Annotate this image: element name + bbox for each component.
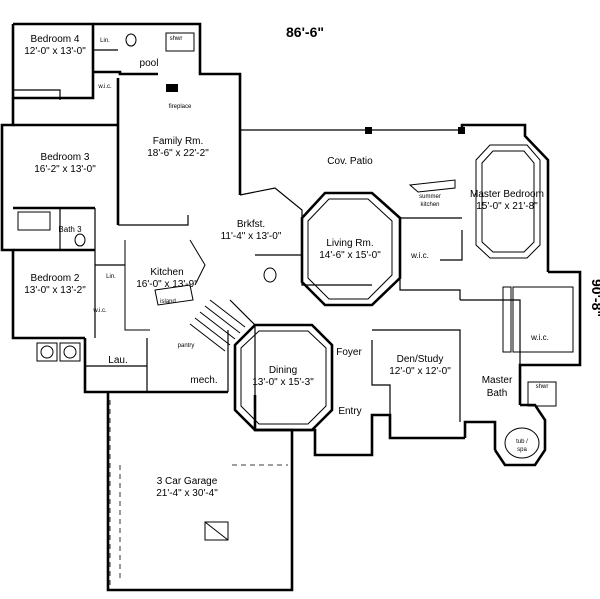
shower-icon <box>165 32 195 52</box>
garage-size: 21'-4" x 30'-4" <box>156 488 218 499</box>
living-room-name: Living Rm. <box>326 238 373 249</box>
bedroom4-size: 12'-0" x 13'-0" <box>24 46 86 57</box>
summer-kitchen-label-1: summer <box>419 194 441 200</box>
living-room-size: 14'-6" x 15'-0" <box>319 250 381 261</box>
washer-icon <box>36 342 58 362</box>
dining-size: 13'-0" x 15'-3" <box>252 377 314 388</box>
linen-label: Lin. <box>100 38 110 44</box>
entry-label: Entry <box>338 406 361 417</box>
pool-shower-label: shwr <box>170 36 183 42</box>
master-closet-wic-label: w.i.c. <box>530 333 549 342</box>
brkfst-name: Brkfst. <box>237 219 265 230</box>
master-bedroom-size: 15'-0" x 21'-8" <box>476 201 538 212</box>
octagon-rooms <box>233 144 541 432</box>
kitchen-name: Kitchen <box>150 267 183 278</box>
kitchen-size: 16'-0" x 13'-9" <box>136 279 198 290</box>
summer-kitchen-counter <box>408 179 456 193</box>
room-labels: Bedroom 4 12'-0" x 13'-0" Bedroom 3 16'-… <box>24 34 544 499</box>
family-room-name: Family Rm. <box>153 136 204 147</box>
bedroom3-name: Bedroom 3 <box>41 152 90 163</box>
garage-name: 3 Car Garage <box>157 476 218 487</box>
overall-depth-dimension: 90'-8" <box>589 279 600 317</box>
fixtures <box>17 32 574 541</box>
den-study-name: Den/Study <box>397 354 444 365</box>
pantry-label: pantry <box>178 343 195 349</box>
master-bath-label-1: Master <box>482 375 513 386</box>
garage-doors <box>109 400 288 585</box>
annotation-labels: pool Cov. Patio fireplace summer kitchen… <box>58 36 548 453</box>
tub-spa-label-1: tub / <box>516 439 528 445</box>
family-room-size: 18'-6" x 22'-2" <box>147 148 209 159</box>
master-bedroom-name: Master Bedroom <box>470 189 544 200</box>
master-shower-label: shwr <box>536 384 549 390</box>
pool-bath-label: pool <box>140 58 159 69</box>
toilet-icon <box>263 267 277 283</box>
mech-label: mech. <box>190 375 217 386</box>
master-wic-label: w.i.c. <box>410 251 429 260</box>
laundry-label: Lau. <box>108 355 127 366</box>
dryer-icon <box>59 342 81 362</box>
bedroom2-size: 13'-0" x 13'-2" <box>24 285 86 296</box>
bed4-wic-label: w.i.c. <box>97 84 112 90</box>
bedroom3-size: 16'-2" x 13'-0" <box>34 164 96 175</box>
tub-icon <box>17 211 51 231</box>
fireplace-label: fireplace <box>169 104 192 110</box>
island-label: island <box>160 299 176 305</box>
exterior-walls <box>0 22 582 592</box>
summer-kitchen-label-2: kitchen <box>420 202 439 208</box>
brkfst-size: 11'-4" x 13'-0" <box>221 231 282 242</box>
foyer-label: Foyer <box>336 347 362 358</box>
toilet-icon <box>74 233 86 247</box>
dining-name: Dining <box>269 365 297 376</box>
covered-patio-label: Cov. Patio <box>327 156 373 167</box>
master-bath-label-2: Bath <box>487 388 508 399</box>
shower-icon <box>527 381 557 407</box>
bed2-wic-label: w.i.c. <box>92 308 107 314</box>
kitchen-island <box>154 284 194 306</box>
stairs <box>189 299 246 352</box>
bath3-label: Bath 3 <box>58 225 82 234</box>
overall-width-dimension: 86'-6" <box>286 24 324 40</box>
tub-spa-label-2: spa <box>517 447 527 453</box>
den-study-size: 12'-0" x 12'-0" <box>389 366 451 377</box>
fireplace-icon <box>166 84 178 92</box>
kitchen-linen-label: Lin. <box>106 274 116 280</box>
bedroom4-name: Bedroom 4 <box>31 34 80 45</box>
bedroom2-name: Bedroom 2 <box>31 273 80 284</box>
interior-walls <box>13 49 521 422</box>
toilet-icon <box>125 33 137 47</box>
tub-spa-icon <box>504 427 540 459</box>
